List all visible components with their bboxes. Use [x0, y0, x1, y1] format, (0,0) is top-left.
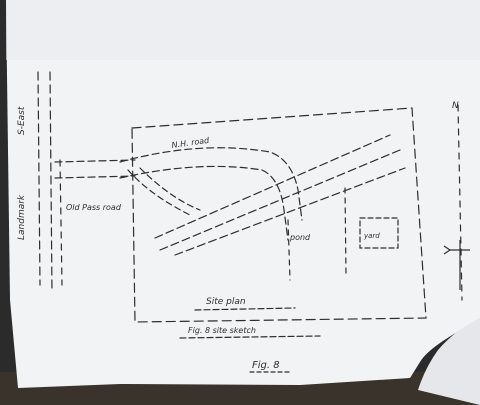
- bottom-underline-2: [179, 335, 321, 339]
- compass-arrow-icon: [443, 240, 470, 290]
- curved-road-lower: [119, 165, 289, 241]
- left-vertical-line-2: [49, 71, 53, 293]
- pond-area-label: pond: [289, 233, 311, 242]
- vertical-dash-mid-1: [287, 219, 291, 281]
- left-vertical-line-1: [37, 71, 41, 286]
- compass-label: N: [452, 101, 459, 111]
- top-left-vertical-label: S-East: [17, 106, 27, 135]
- site-boundary: [131, 107, 427, 323]
- paper-sheet: [6, 0, 480, 388]
- swoosh-line-1: [127, 169, 191, 216]
- left-vertical-label: Landmark: [17, 194, 27, 240]
- right-vertical-line: [457, 104, 463, 301]
- curled-page: [418, 318, 480, 405]
- bottom-underline-1: [194, 307, 296, 311]
- road-line-2: [54, 175, 136, 179]
- yard-box: [359, 217, 399, 249]
- diagonal-line-2: [159, 149, 401, 251]
- road-line-1: [54, 159, 136, 163]
- lower-left-road-label: Old Pass road: [66, 203, 122, 212]
- paper-shade: [6, 0, 480, 60]
- diagonal-line-1: [154, 134, 391, 239]
- diagonal-line-3: [174, 167, 406, 256]
- left-vertical-line-3: [59, 159, 63, 286]
- yard-label: yard: [363, 232, 380, 240]
- vertical-dash-mid-2: [344, 187, 347, 276]
- bottom-center-label: Site plan: [206, 297, 246, 307]
- main-label: Fig. 8 site sketch: [188, 326, 256, 335]
- figure-caption: Fig. 8: [252, 360, 280, 371]
